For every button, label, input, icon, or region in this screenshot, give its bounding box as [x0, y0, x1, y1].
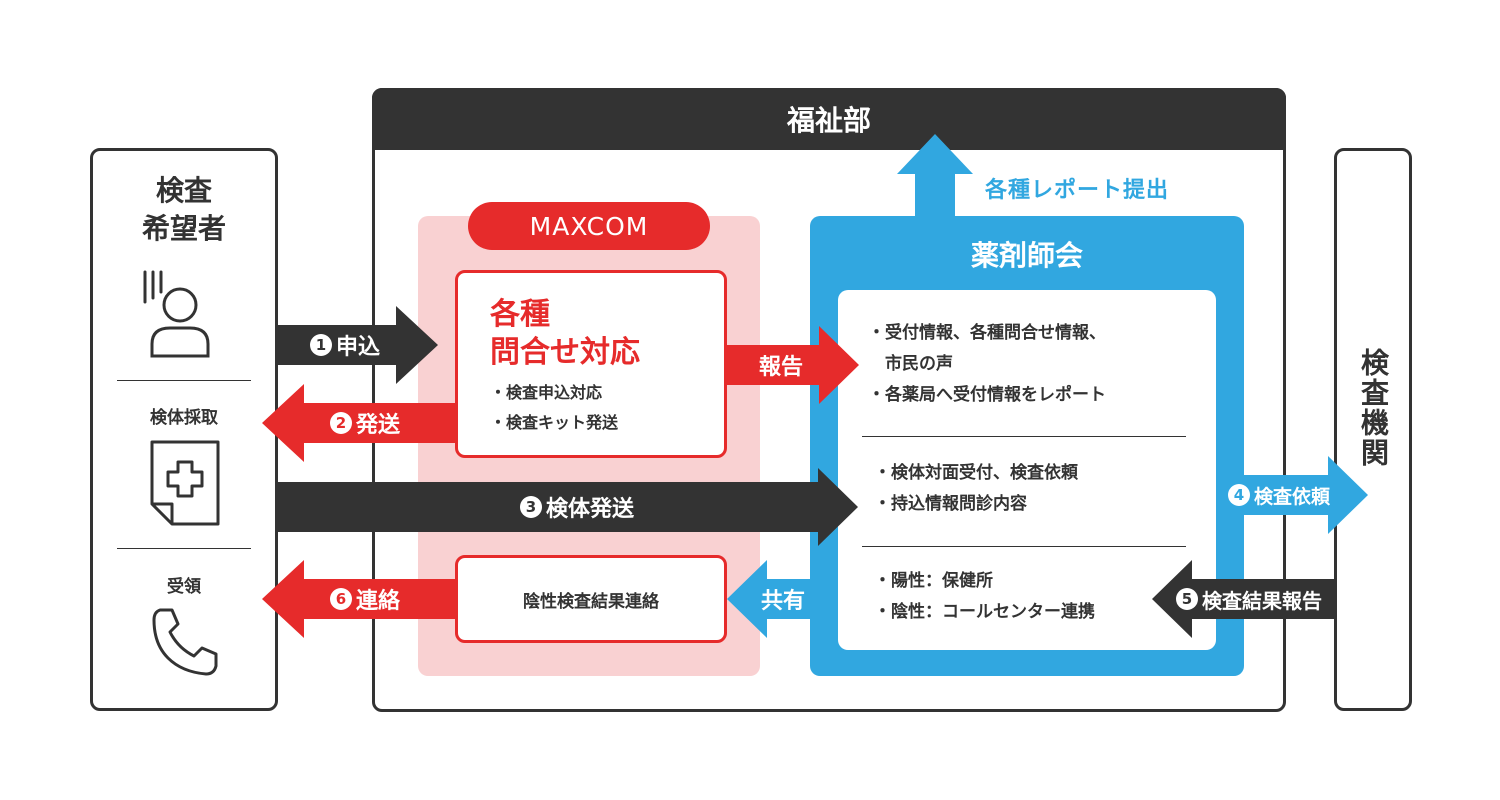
inquiry-items: ・検査申込対応 ・検査キット発送 [490, 378, 618, 438]
inquiry-title: 各種 問合せ対応 [490, 297, 640, 370]
pharmacy-group-2: ・検体対面受付、検査依頼 ・持込情報問診内容 [874, 463, 1078, 514]
lab-panel [1334, 148, 1412, 711]
medical-document-icon [150, 440, 220, 526]
pharmacy-title: 薬剤師会 [970, 239, 1083, 272]
inquiry-item: ・検査キット発送 [490, 413, 619, 432]
report-submit-label: 各種レポート提出 [985, 178, 1170, 203]
applicant-panel [90, 148, 278, 711]
report-submit-arrow [897, 134, 973, 220]
negative-result-box: 陰性検査結果連絡 [455, 555, 727, 643]
arrow-share: 共有 [727, 560, 838, 638]
arrow-report: 報告 [727, 326, 859, 404]
maxcom-label: MAXCOM [468, 202, 710, 250]
inquiry-box [455, 270, 727, 458]
pharmacy-group-3: ・陽性：保健所 ・陰性：コールセンター連携 [874, 571, 1095, 622]
welfare-header: 福祉部 [372, 88, 1286, 150]
person-icon [143, 270, 210, 358]
inquiry-item: ・検査申込対応 [490, 383, 603, 402]
applicant-title: 検査 希望者 [141, 174, 226, 245]
welfare-title: 福祉部 [786, 104, 871, 137]
section-collect: 検体採取 [150, 408, 218, 428]
phone-icon [152, 608, 218, 676]
pharmacy-divider-1 [862, 436, 1186, 437]
pharmacy-inner [838, 290, 1216, 650]
section-receive: 受領 [167, 577, 201, 597]
applicant-divider-1 [117, 380, 251, 381]
pharmacy-divider-2 [862, 546, 1186, 547]
pharmacy-group-1: ・受付情報、各種問合せ情報、 市民の声 ・各薬局へ受付情報をレポート [868, 323, 1106, 405]
applicant-divider-2 [117, 548, 251, 549]
lab-title: 検査機関 [1357, 348, 1390, 468]
